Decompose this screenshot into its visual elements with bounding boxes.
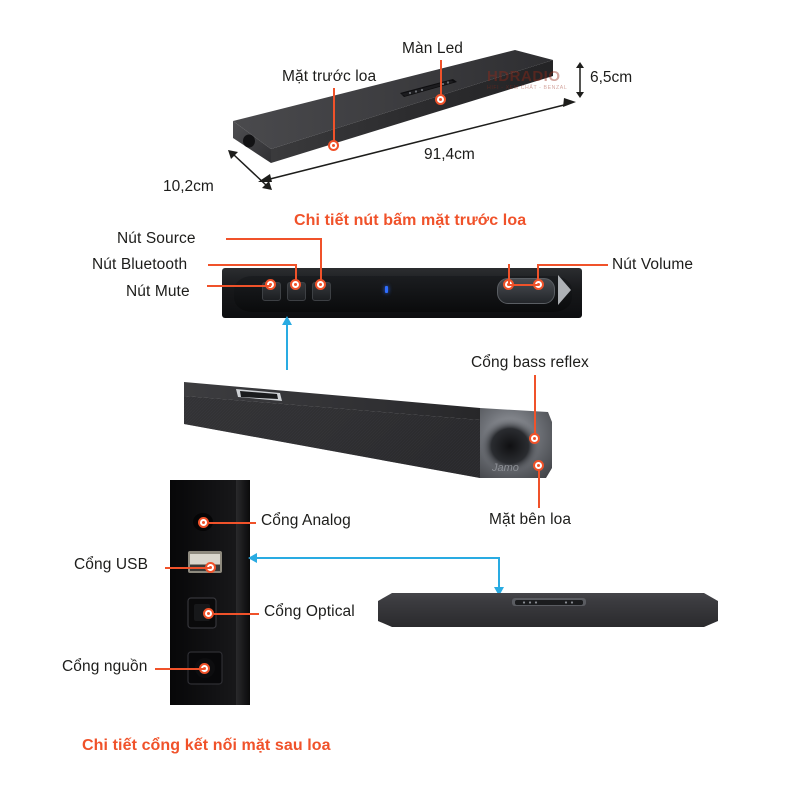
- rear-ports-detail: [187, 513, 223, 685]
- callout-arrow-ports-h: [255, 557, 500, 559]
- leader-source-h: [226, 238, 321, 240]
- marker-analog: [198, 517, 209, 528]
- callout-arrow-ports-head-left: [248, 553, 257, 563]
- callout-arrow-panel-line: [286, 322, 288, 370]
- leader-mute-h: [207, 285, 271, 287]
- label-bass-reflex: Cổng bass reflex: [471, 354, 589, 371]
- marker-optical: [203, 608, 214, 619]
- heading-front-buttons: Chi tiết nút bấm mặt trước loa: [294, 212, 527, 229]
- callout-arrow-panel-head: [282, 316, 292, 325]
- label-power: Cổng nguồn: [62, 658, 148, 675]
- led-indicator: [385, 286, 388, 293]
- label-front-face: Mặt trước loa: [282, 68, 377, 85]
- leader-source-v: [320, 238, 322, 281]
- leader-usb: [165, 567, 210, 569]
- dimension-length-arrow: [258, 98, 576, 182]
- leader-side-face: [538, 470, 540, 508]
- soundbar-top-isometric-image: [233, 50, 553, 163]
- marker-bass-reflex: [529, 433, 540, 444]
- marker-mute: [265, 279, 276, 290]
- leader-bass-reflex: [534, 375, 536, 437]
- leader-bluetooth-h: [208, 264, 296, 266]
- rear-ports-edge: [236, 480, 250, 705]
- leader-volume-drop: [508, 264, 510, 284]
- leader-bluetooth-v: [295, 264, 297, 281]
- marker-led-screen: [435, 94, 446, 105]
- leader-front-face: [333, 88, 335, 144]
- leader-volume-h: [538, 264, 608, 266]
- dimension-height-label: 6,5cm: [590, 69, 633, 86]
- dimension-height-arrow: [576, 62, 584, 98]
- marker-front-face: [328, 140, 339, 151]
- soundbar-front-small-image: [378, 593, 718, 627]
- leader-optical: [214, 613, 259, 615]
- label-source: Nút Source: [117, 230, 196, 247]
- callout-arrow-ports-v: [498, 557, 500, 589]
- label-mute: Nút Mute: [126, 283, 190, 300]
- svg-text:Jamo: Jamo: [491, 462, 519, 474]
- leader-analog: [209, 522, 256, 524]
- label-optical: Cổng Optical: [264, 603, 355, 620]
- heading-rear-ports: Chi tiết cổng kết nối mặt sau loa: [82, 737, 331, 754]
- label-side-face: Mặt bên loa: [489, 511, 572, 528]
- callout-arrow-ports-head-down: [494, 587, 504, 596]
- leader-led-screen: [440, 60, 442, 98]
- label-volume: Nút Volume: [612, 256, 694, 273]
- dimension-length-label: 91,4cm: [424, 146, 475, 163]
- label-analog: Cổng Analog: [261, 512, 351, 529]
- dimension-depth-label: 10,2cm: [163, 178, 214, 195]
- leader-volume-link: [508, 284, 538, 286]
- dimension-depth-arrow: [228, 150, 272, 190]
- soundbar-perspective-image: Jamo: [184, 382, 552, 478]
- label-led-screen: Màn Led: [402, 40, 464, 57]
- panel-end-highlight: [558, 275, 571, 305]
- label-usb: Cổng USB: [74, 556, 149, 573]
- button-panel-image: [222, 268, 582, 318]
- leader-volume-v: [537, 264, 539, 281]
- label-bluetooth: Nút Bluetooth: [92, 256, 188, 273]
- leader-power: [155, 668, 204, 670]
